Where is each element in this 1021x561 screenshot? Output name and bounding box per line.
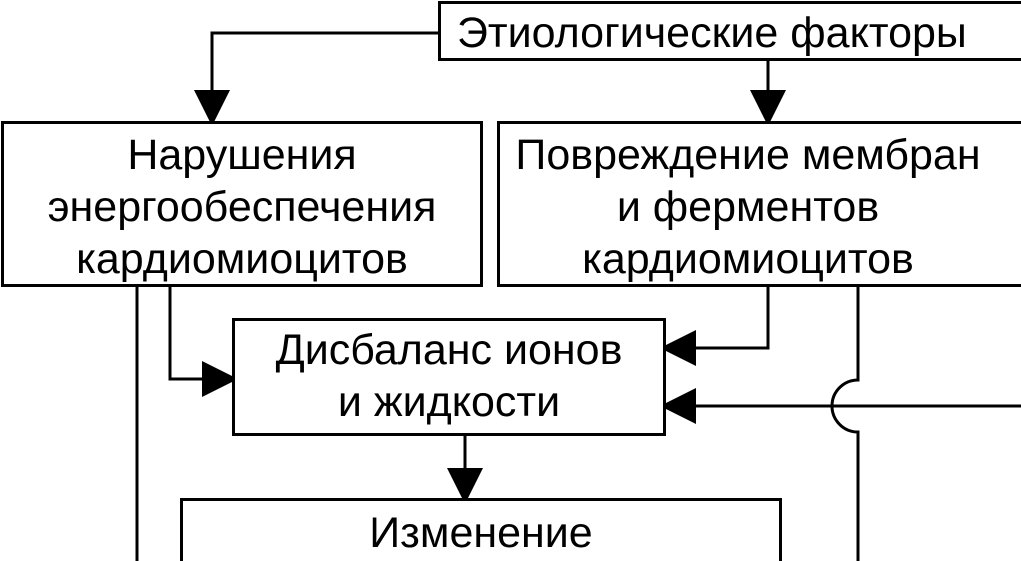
change-line-1: Изменение (369, 509, 593, 557)
change-box: Изменение (180, 498, 782, 561)
ion-fluid-imbalance-line-2: и жидкости (337, 378, 561, 426)
etiological-factors-text: Этиологические факторы (457, 7, 967, 59)
ion-fluid-imbalance-text: Дисбаланс ионов и жидкости (235, 324, 663, 428)
energy-supply-line-3: кардиомиоцитов (76, 235, 408, 283)
membrane-damage-box: Повреждение мембран и ферментов кардиоми… (497, 121, 1021, 287)
edge-membrane-to-imbalance (660, 286, 770, 366)
energy-supply-text: Нарушения энергообеспечения кардиомиоцит… (4, 129, 480, 285)
right-vertical-connector-with-crossing (830, 286, 860, 561)
etiological-factors-line-1: Этиологические факторы (457, 9, 967, 57)
etiological-factors-box: Этиологические факторы (438, 1, 1021, 61)
ion-fluid-imbalance-box: Дисбаланс ионов и жидкости (232, 318, 666, 436)
ion-fluid-imbalance-line-1: Дисбаланс ионов (275, 326, 623, 374)
energy-supply-box: Нарушения энергообеспечения кардиомиоцит… (1, 121, 483, 287)
edge-energy-to-imbalance (168, 286, 238, 397)
energy-supply-line-1: Нарушения (127, 131, 357, 179)
membrane-damage-line-3: кардиомиоцитов (582, 235, 914, 283)
membrane-damage-line-2: и ферментов (616, 183, 880, 231)
membrane-damage-text: Повреждение мембран и ферментов кардиоми… (471, 129, 1021, 285)
energy-supply-line-2: энергообеспечения (47, 183, 437, 231)
membrane-damage-line-1: Повреждение мембран (515, 131, 981, 179)
edge-etiology-to-energy (194, 31, 438, 126)
change-text: Изменение (183, 507, 779, 559)
